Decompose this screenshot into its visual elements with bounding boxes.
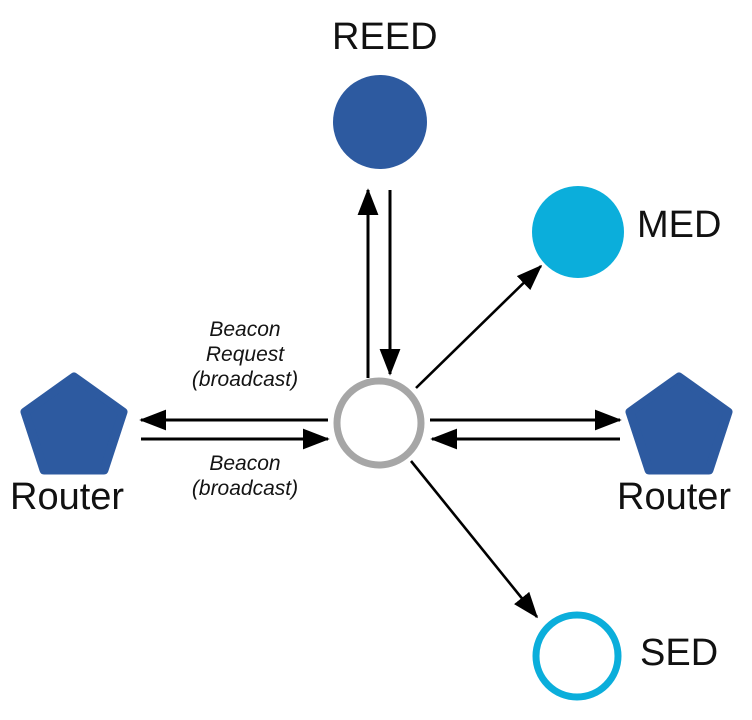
edge-label-beacon-request: Beacon Request (broadcast) — [191, 318, 299, 391]
node-reed — [333, 75, 427, 169]
arrow-joiner-to-med — [415, 264, 543, 389]
node-label-reed: REED — [332, 16, 438, 58]
node-label-router-right: Router — [617, 476, 732, 518]
node-med — [532, 186, 624, 278]
node-router-right — [625, 372, 733, 475]
node-label-sed: SED — [640, 632, 719, 674]
node-sed — [532, 611, 622, 701]
node-router-left — [20, 372, 128, 475]
node-label-router-left: Router — [10, 476, 125, 518]
node-joiner — [333, 377, 425, 469]
node-label-med: MED — [637, 204, 722, 246]
edge-label-beacon: Beacon (broadcast) — [191, 452, 299, 500]
arrow-joiner-to-sed — [409, 460, 539, 619]
